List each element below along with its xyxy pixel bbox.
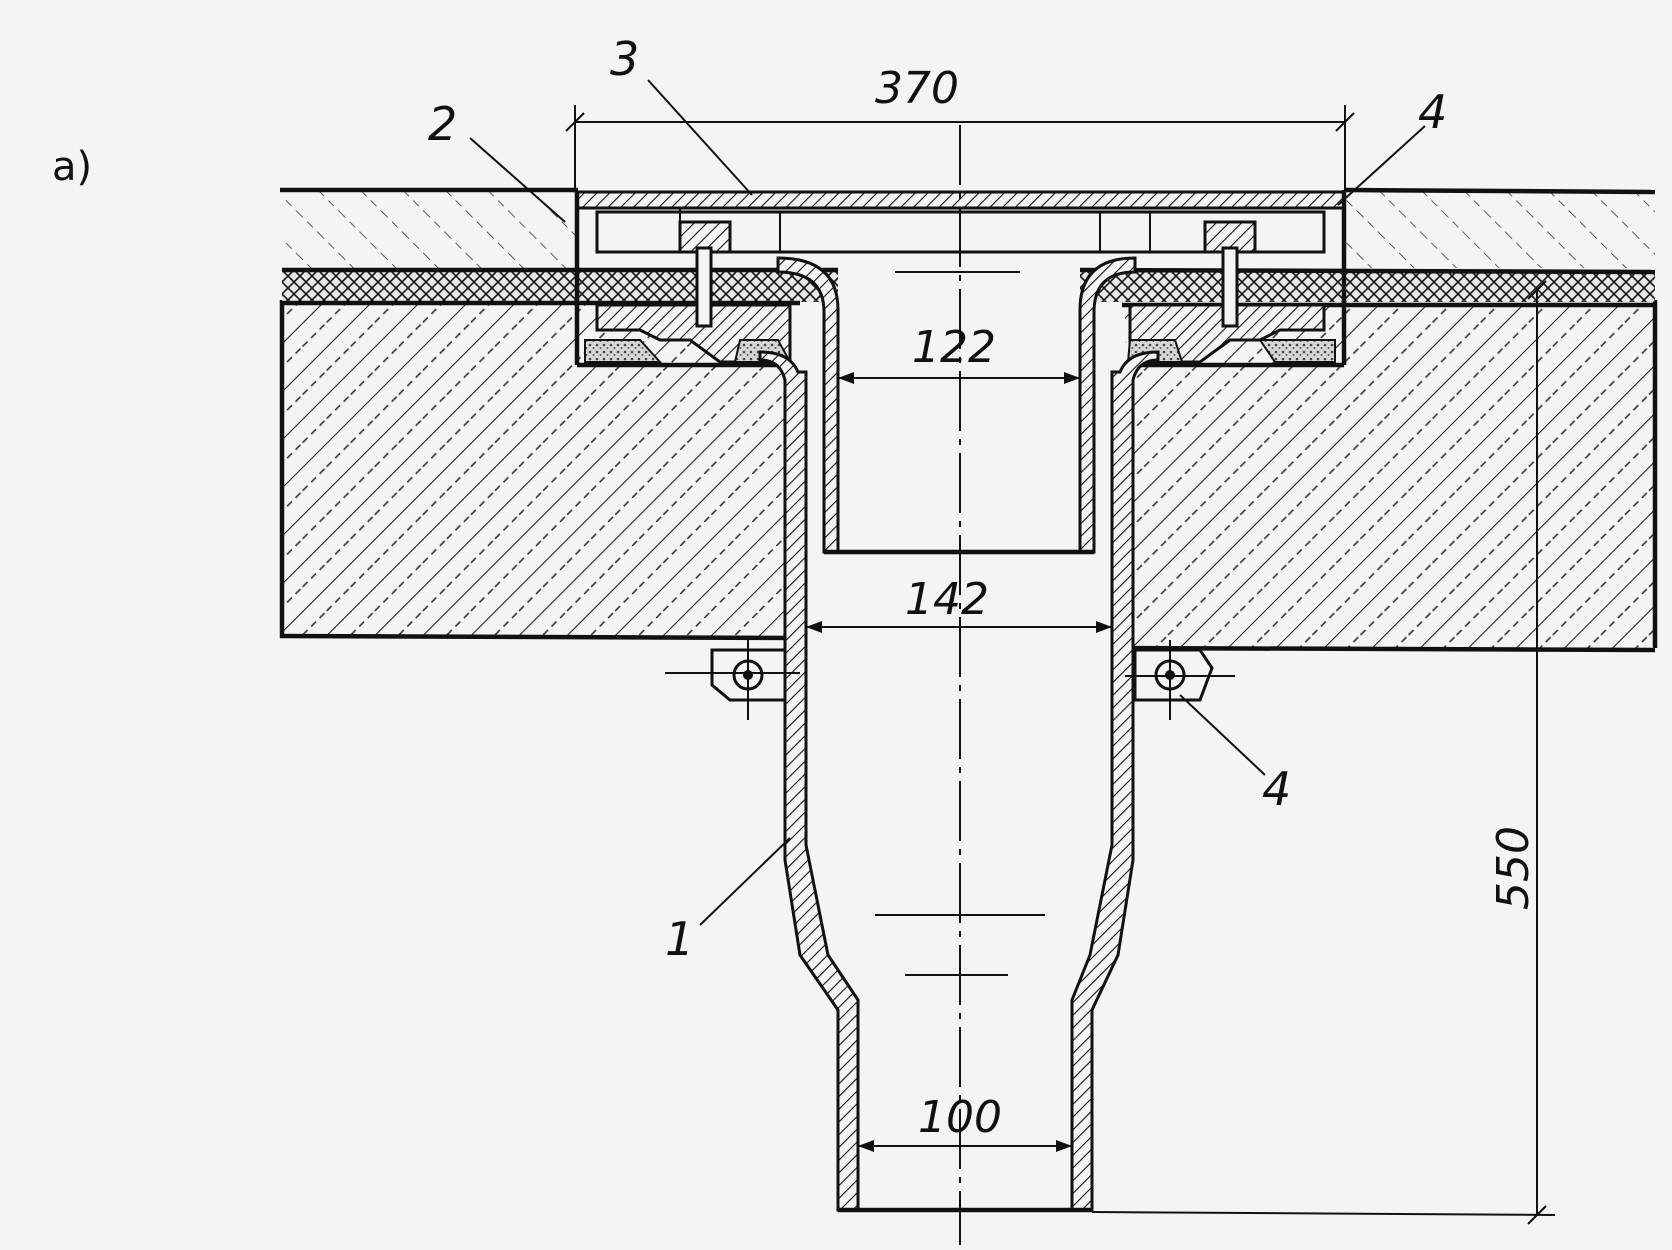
dimension-550-label: 550 xyxy=(1488,826,1539,910)
inner-funnel xyxy=(776,256,1137,555)
callout-1-label: 1 xyxy=(665,912,694,966)
figure-label: а) xyxy=(52,144,92,190)
center-axis xyxy=(875,125,1045,1245)
callout-1: 1 xyxy=(665,837,791,966)
dimension-100-label: 100 xyxy=(918,1092,1002,1143)
dimension-550: 550 xyxy=(1091,280,1556,1225)
callout-3-label: 3 xyxy=(610,32,639,86)
callout-4-clamp-label: 4 xyxy=(1262,762,1291,816)
pipe-clamp-right xyxy=(1125,640,1235,720)
callout-3: 3 xyxy=(610,32,753,196)
roof-slab xyxy=(279,300,1658,653)
dimension-122: 122 xyxy=(838,322,1080,384)
outlet-pipe xyxy=(758,350,1160,1213)
dimension-100: 100 xyxy=(858,1092,1072,1152)
dimension-370-label: 370 xyxy=(875,63,959,114)
dimension-142-label: 142 xyxy=(905,574,989,625)
callout-4-top-label: 4 xyxy=(1418,85,1447,139)
callout-4-clamp: 4 xyxy=(1179,694,1291,816)
dimension-122-label: 122 xyxy=(912,322,996,373)
callout-4-top: 4 xyxy=(1337,85,1447,206)
waterproofing-membrane xyxy=(282,267,1656,308)
callout-2-label: 2 xyxy=(428,97,457,151)
dimension-370: 370 xyxy=(565,63,1355,192)
pipe-clamp-left xyxy=(665,640,800,720)
clamp-flange-right xyxy=(1126,220,1336,364)
callout-2: 2 xyxy=(428,97,566,223)
screed-layer xyxy=(280,187,1656,268)
dimension-142: 142 xyxy=(806,574,1112,633)
